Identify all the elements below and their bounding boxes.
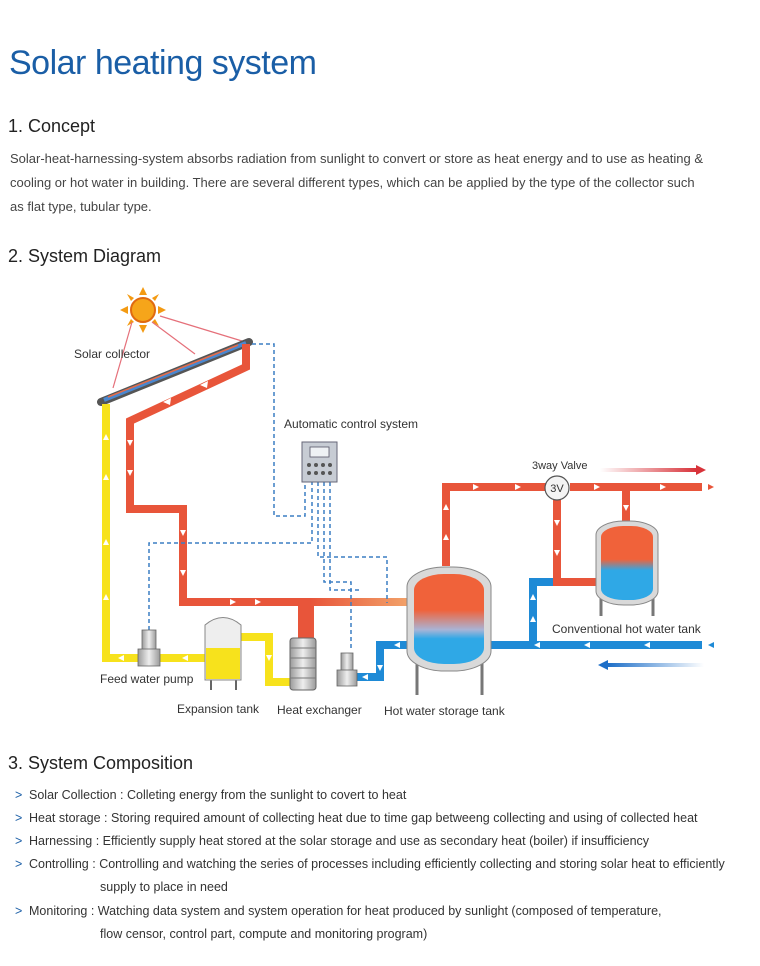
system-diagram: Solar collector Automatic control system… — [74, 287, 714, 718]
list-item: >Harnessing : Efficiently supply heat st… — [15, 830, 755, 853]
storage-tank — [406, 566, 492, 695]
control-box — [301, 441, 338, 483]
list-marker: > — [15, 904, 23, 918]
label-valve-badge: 3V — [550, 483, 564, 495]
composition-heading: 3. System Composition — [8, 753, 194, 773]
list-marker: > — [15, 834, 23, 848]
feed-pump — [137, 629, 161, 667]
label-conventional-tank: Conventional hot water tank — [552, 622, 702, 636]
list-marker: > — [15, 811, 23, 825]
concept-heading: 1. Concept — [8, 116, 96, 136]
label-3way-valve: 3way Valve — [532, 460, 587, 472]
label-solar-collector: Solar collector — [74, 347, 150, 361]
list-marker: > — [15, 857, 23, 871]
circulation-pump — [336, 652, 358, 687]
label-expansion-tank: Expansion tank — [177, 702, 260, 716]
composition-list: >Solar Collection : Colleting energy fro… — [15, 784, 755, 946]
cold-input-arrow — [598, 660, 704, 670]
page-title: Solar heating system — [9, 44, 317, 82]
three-way-valve — [544, 475, 570, 501]
solar-collector-panel — [97, 338, 253, 406]
sun-icon — [120, 287, 166, 333]
label-control-system: Automatic control system — [284, 417, 418, 431]
conventional-tank — [595, 520, 659, 616]
heat-exchanger — [289, 637, 317, 691]
list-marker: > — [15, 788, 23, 802]
hot-output-arrow — [600, 465, 706, 475]
list-item: >Solar Collection : Colleting energy fro… — [15, 784, 755, 807]
list-item: >Monitoring : Watching data system and s… — [15, 900, 755, 946]
label-feed-pump: Feed water pump — [100, 672, 194, 686]
diagram-heading: 2. System Diagram — [8, 246, 162, 266]
label-heat-exchanger: Heat exchanger — [277, 703, 362, 717]
label-storage-tank: Hot water storage tank — [384, 704, 506, 718]
concept-text: Solar-heat-harnessing-system absorbs rad… — [10, 151, 703, 214]
list-item: >Controlling : Controlling and watching … — [15, 853, 755, 899]
expansion-tank — [204, 617, 242, 690]
list-item: >Heat storage : Storing required amount … — [15, 807, 755, 830]
